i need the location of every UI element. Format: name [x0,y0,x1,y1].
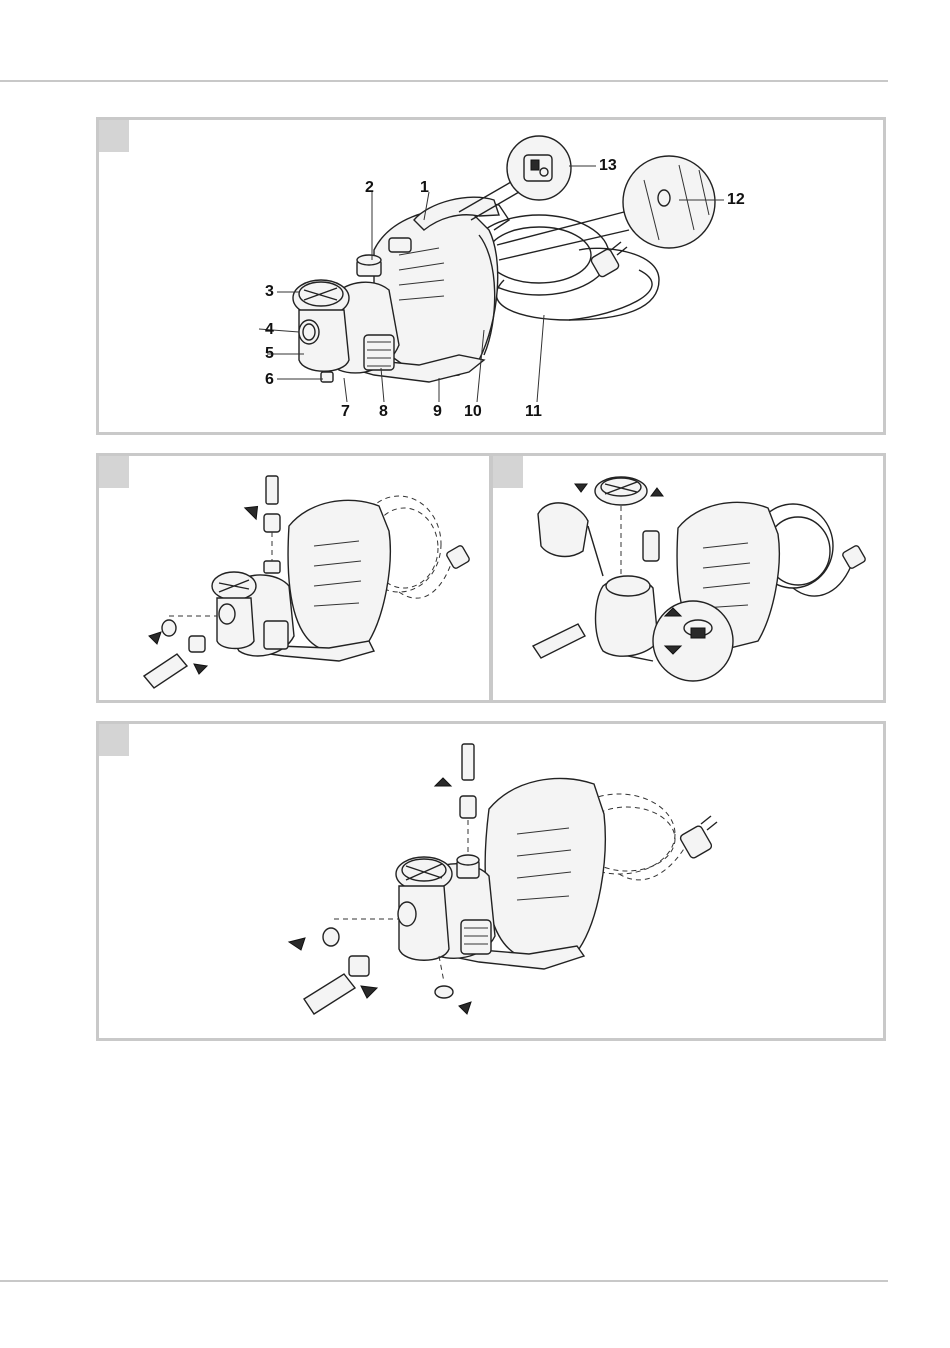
figure-panel-4 [96,721,886,1041]
drain-illustration [99,724,883,1038]
figure-panel-2 [96,453,492,703]
hose-connection-illustration [99,456,489,700]
callout-2: 2 [365,180,374,196]
callout-13: 13 [599,158,617,174]
figure-panel-3 [490,453,886,703]
callout-11: 11 [525,404,542,420]
prefilter-cleaning-illustration [493,456,883,700]
figure-panel-1: 1 2 3 4 5 6 7 8 9 10 11 12 13 [96,117,886,435]
callout-12: 12 [727,192,745,208]
top-rule [0,80,888,82]
bottom-rule [0,1280,888,1282]
callout-1: 1 [420,180,429,196]
callout-7: 7 [341,404,350,420]
callout-5: 5 [265,346,274,362]
callout-6: 6 [265,372,274,388]
callout-9: 9 [433,404,442,420]
callout-8: 8 [379,404,388,420]
callout-3: 3 [265,284,274,300]
callout-10: 10 [464,404,482,420]
callout-4: 4 [265,322,274,338]
pump-overview-illustration [99,120,883,432]
